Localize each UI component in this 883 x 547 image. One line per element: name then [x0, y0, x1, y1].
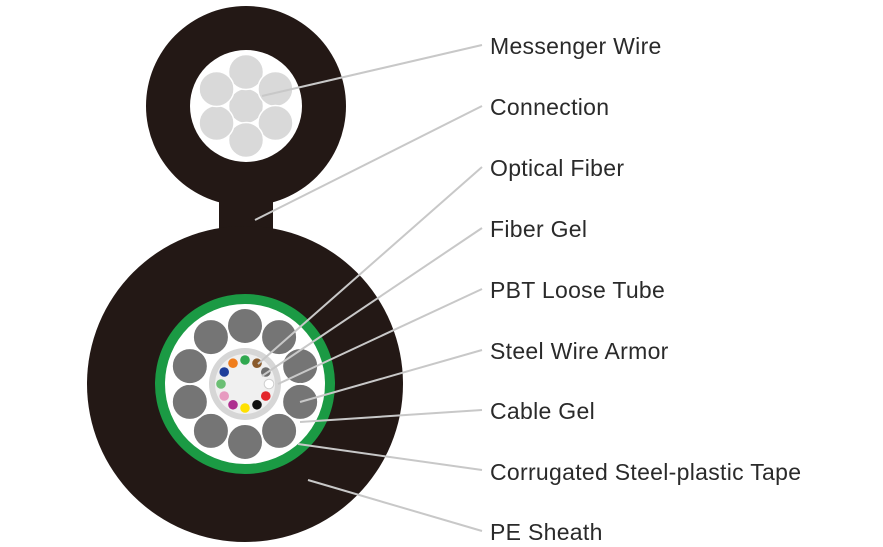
armor-wire	[170, 347, 209, 386]
optical-fiber	[252, 358, 262, 369]
armor-wire	[226, 423, 264, 461]
leader-pbt-loose-tube	[277, 288, 483, 385]
optical-fiber	[219, 391, 230, 401]
messenger-wire-strand	[257, 70, 294, 108]
label-pe-sheath: PE Sheath	[490, 519, 603, 545]
messenger-wire-strand	[227, 53, 265, 91]
label-steel-wire-armor: Steel Wire Armor	[490, 338, 669, 364]
leader-steel-wire-armor	[299, 349, 483, 403]
optical-fiber	[260, 391, 271, 401]
leader-lines	[254, 44, 483, 532]
label-messenger-wire: Messenger Wire	[490, 33, 662, 59]
label-cable-gel: Cable Gel	[490, 398, 595, 424]
leader-cable-gel	[299, 409, 483, 423]
optical-fiber	[228, 358, 238, 369]
armor-wire	[191, 411, 230, 450]
leader-optical-fiber	[257, 166, 483, 365]
label-connection: Connection	[490, 94, 609, 120]
leader-fiber-gel	[261, 227, 483, 377]
leader-corrugated-tape	[297, 443, 483, 471]
messenger-wire-strands	[198, 53, 294, 159]
fiber-gel	[215, 354, 275, 414]
armor-wire	[260, 318, 299, 357]
armor-wire	[191, 318, 230, 357]
messenger-wire-strand	[257, 104, 294, 142]
messenger-wire-strand	[198, 70, 235, 108]
leader-pe-sheath	[307, 479, 483, 532]
optical-fiber	[240, 355, 250, 365]
optical-fiber	[252, 399, 262, 410]
messenger-wire-strand	[198, 104, 235, 142]
leader-connection	[254, 105, 483, 221]
optical-fiber	[263, 378, 275, 390]
armor-wire	[170, 382, 209, 421]
leader-messenger-wire	[261, 44, 483, 97]
optical-fiber	[240, 403, 250, 413]
label-fiber-gel: Fiber Gel	[490, 216, 587, 242]
optical-fiber	[228, 399, 238, 410]
label-corrugated-steel-plastic-tape: Corrugated Steel-plastic Tape	[490, 459, 801, 485]
messenger-wire-strand	[227, 121, 265, 159]
optical-fiber	[219, 367, 230, 377]
armor-wire	[260, 411, 299, 450]
armor-wire	[226, 307, 264, 345]
label-pbt-loose-tube: PBT Loose Tube	[490, 277, 665, 303]
label-optical-fiber: Optical Fiber	[490, 155, 624, 181]
optical-fiber	[216, 379, 226, 389]
